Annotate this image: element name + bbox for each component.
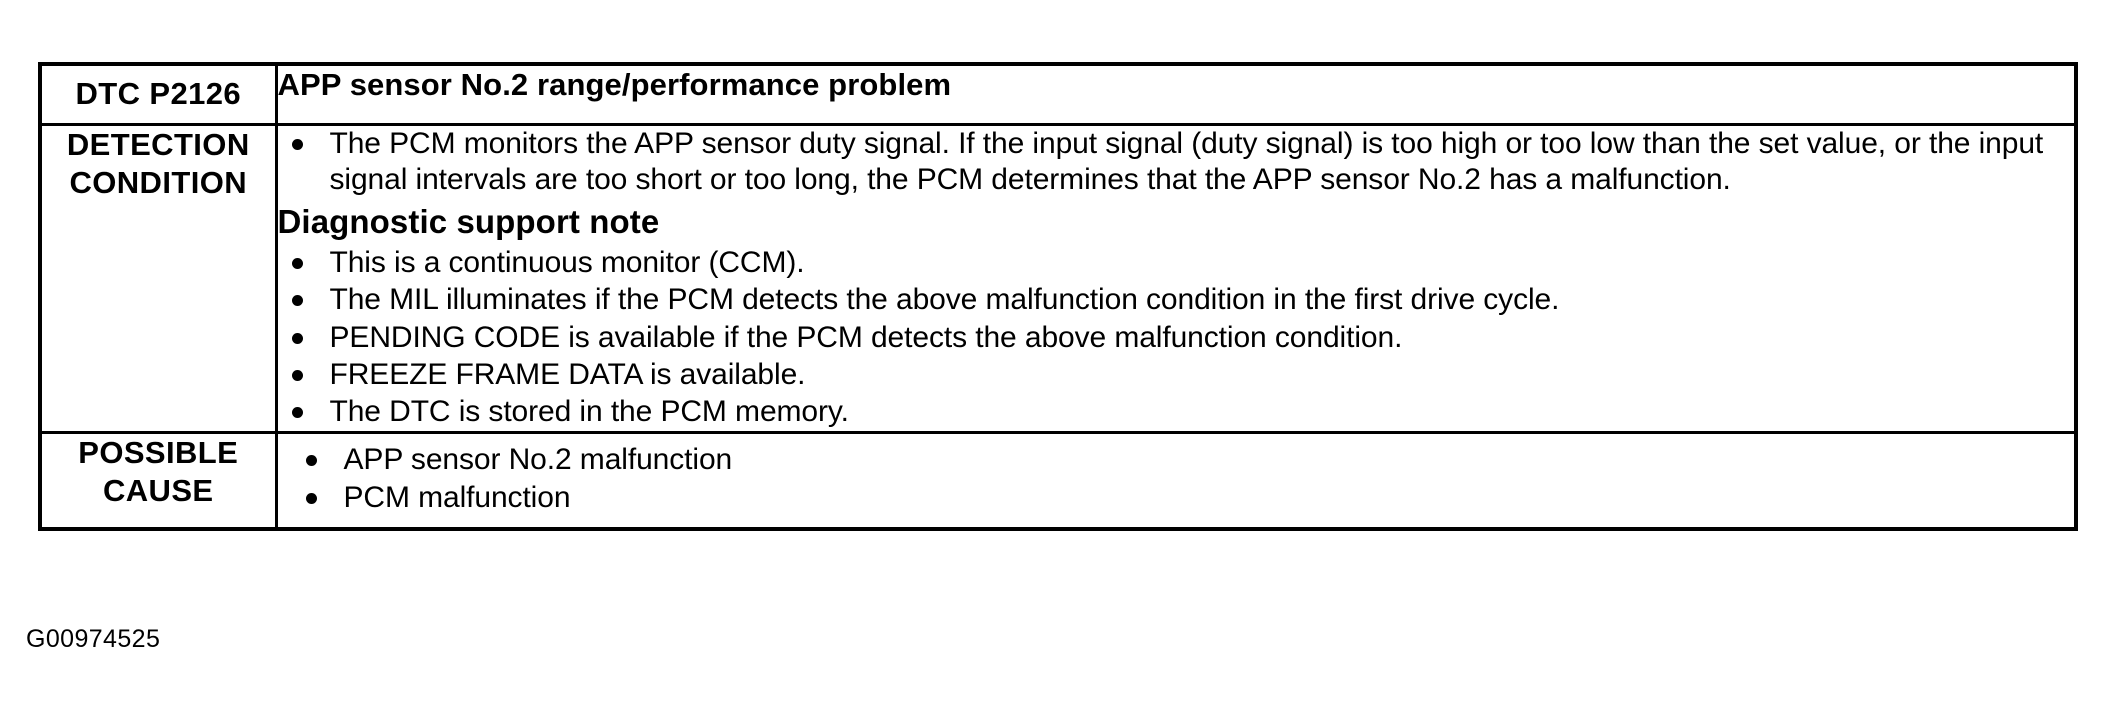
possible-cause-label: POSSIBLE CAUSE — [38, 431, 278, 531]
bullet-dot-icon — [291, 369, 303, 381]
list-item-text: PCM malfunction — [343, 480, 571, 514]
diagnostic-support-note-heading: Diagnostic support note — [277, 203, 660, 241]
list-item-text: The PCM monitors the APP sensor duty sig… — [329, 126, 2044, 197]
list-item: PCM malfunction — [292, 480, 2075, 516]
diagnostic-support-note-list: This is a continuous monitor (CCM). The … — [278, 245, 2075, 430]
list-item: FREEZE FRAME DATA is available. — [278, 357, 2075, 393]
list-item-text: PENDING CODE is available if the PCM det… — [329, 320, 1403, 354]
list-item: PENDING CODE is available if the PCM det… — [278, 320, 2075, 356]
bullet-dot-icon — [305, 492, 317, 504]
detection-condition-label: DETECTION CONDITION — [38, 122, 278, 435]
bullet-dot-icon — [291, 258, 303, 269]
list-item: The PCM monitors the APP sensor duty sig… — [278, 126, 2075, 199]
table-row-possible-cause: POSSIBLE CAUSE APP sensor No.2 malfuncti… — [38, 431, 2078, 531]
table-row-dtc-code: DTC P2126 APP sensor No.2 range/performa… — [38, 62, 2078, 126]
bullet-dot-icon — [291, 332, 303, 344]
list-item-text: FREEZE FRAME DATA is available. — [329, 357, 806, 391]
list-item: This is a continuous monitor (CCM). — [278, 245, 2075, 281]
dtc-code-label: DTC P2126 — [38, 62, 278, 126]
dtc-table: DTC P2126 APP sensor No.2 range/performa… — [38, 62, 2078, 532]
list-item-text: The MIL illuminates if the PCM detects t… — [329, 283, 1560, 317]
list-item-text: The DTC is stored in the PCM memory. — [329, 395, 849, 429]
detection-condition-content: The PCM monitors the APP sensor duty sig… — [274, 122, 2078, 435]
bullet-dot-icon — [291, 295, 303, 307]
list-item: APP sensor No.2 malfunction — [292, 442, 2075, 478]
list-item: The DTC is stored in the PCM memory. — [278, 394, 2075, 430]
bullet-dot-icon — [291, 138, 303, 150]
table-row-detection-condition: DETECTION CONDITION The PCM monitors the… — [38, 122, 2078, 435]
bullet-dot-icon — [291, 407, 303, 419]
list-item: The MIL illuminates if the PCM detects t… — [278, 282, 2075, 318]
detection-primary-bullet-list: The PCM monitors the APP sensor duty sig… — [278, 126, 2075, 199]
bullet-dot-icon — [305, 455, 317, 467]
dtc-title-value: APP sensor No.2 range/performance proble… — [274, 62, 2078, 126]
possible-cause-list: APP sensor No.2 malfunction PCM malfunct… — [292, 442, 2075, 516]
list-item-text: This is a continuous monitor (CCM). — [329, 246, 805, 279]
figure-caption: G00974525 — [26, 625, 161, 653]
possible-cause-content: APP sensor No.2 malfunction PCM malfunct… — [274, 431, 2078, 531]
list-item-text: APP sensor No.2 malfunction — [343, 443, 733, 477]
